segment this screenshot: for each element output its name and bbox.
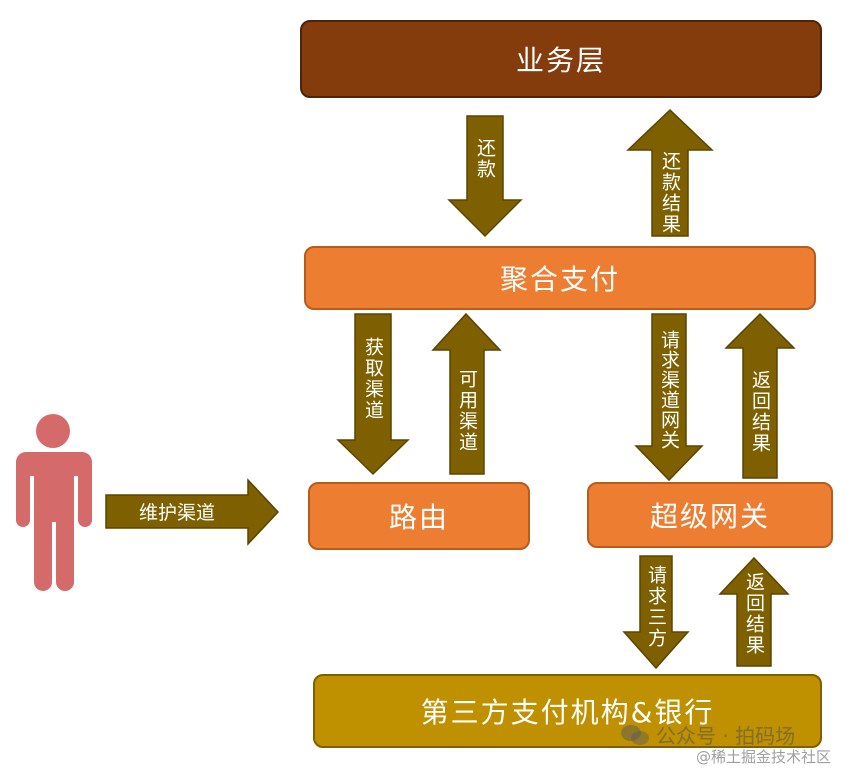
aggregate-payment-label: 聚合支付 bbox=[499, 263, 620, 296]
arrow-return-result-lower bbox=[718, 556, 790, 667]
arrow-label-return-result-upper: 返回结果 bbox=[749, 370, 771, 454]
arrow-label-repay: 还款 bbox=[474, 138, 496, 180]
watermark-account-label: 公众号 · 拍码场 bbox=[656, 724, 796, 748]
third-party-box: 第三方支付机构&银行 bbox=[313, 674, 822, 748]
router-box: 路由 bbox=[308, 482, 530, 550]
router-label: 路由 bbox=[388, 501, 449, 534]
arrow-label-maintain-channel: 维护渠道 bbox=[138, 502, 215, 524]
watermark-community: @稀土掘金技术社区 bbox=[696, 748, 832, 766]
person-icon bbox=[16, 414, 92, 591]
super-gateway-box: 超级网关 bbox=[587, 482, 833, 548]
arrow-label-return-result-lower: 返回结果 bbox=[743, 572, 765, 656]
arrow-label-request-channel-gateway: 请求渠道网关 bbox=[658, 330, 680, 450]
arrow-maintain-channel bbox=[105, 478, 280, 546]
wechat-icon bbox=[621, 724, 649, 745]
arrow-repay-result bbox=[626, 108, 714, 237]
arrow-request-third-party bbox=[622, 555, 690, 670]
business-layer-label: 业务层 bbox=[515, 44, 606, 77]
arrow-available-channel bbox=[431, 312, 502, 475]
business-layer-box: 业务层 bbox=[300, 20, 822, 98]
super-gateway-label: 超级网关 bbox=[649, 500, 770, 533]
third-party-label: 第三方支付机构&银行 bbox=[420, 696, 715, 729]
arrow-label-available-channel: 可用渠道 bbox=[456, 369, 478, 453]
watermark-account: 公众号 · 拍码场 bbox=[620, 720, 795, 749]
arrow-label-request-third-party: 请求三方 bbox=[645, 565, 667, 649]
arrow-request-channel-gateway bbox=[634, 313, 704, 482]
arrow-return-result-upper bbox=[724, 312, 796, 479]
arrow-label-get-channel: 获取渠道 bbox=[362, 337, 384, 421]
arrow-get-channel bbox=[336, 313, 410, 476]
arrow-repay bbox=[447, 115, 523, 238]
aggregate-payment-box: 聚合支付 bbox=[304, 246, 816, 310]
arrow-label-repay-result: 还款结果 bbox=[659, 151, 681, 235]
